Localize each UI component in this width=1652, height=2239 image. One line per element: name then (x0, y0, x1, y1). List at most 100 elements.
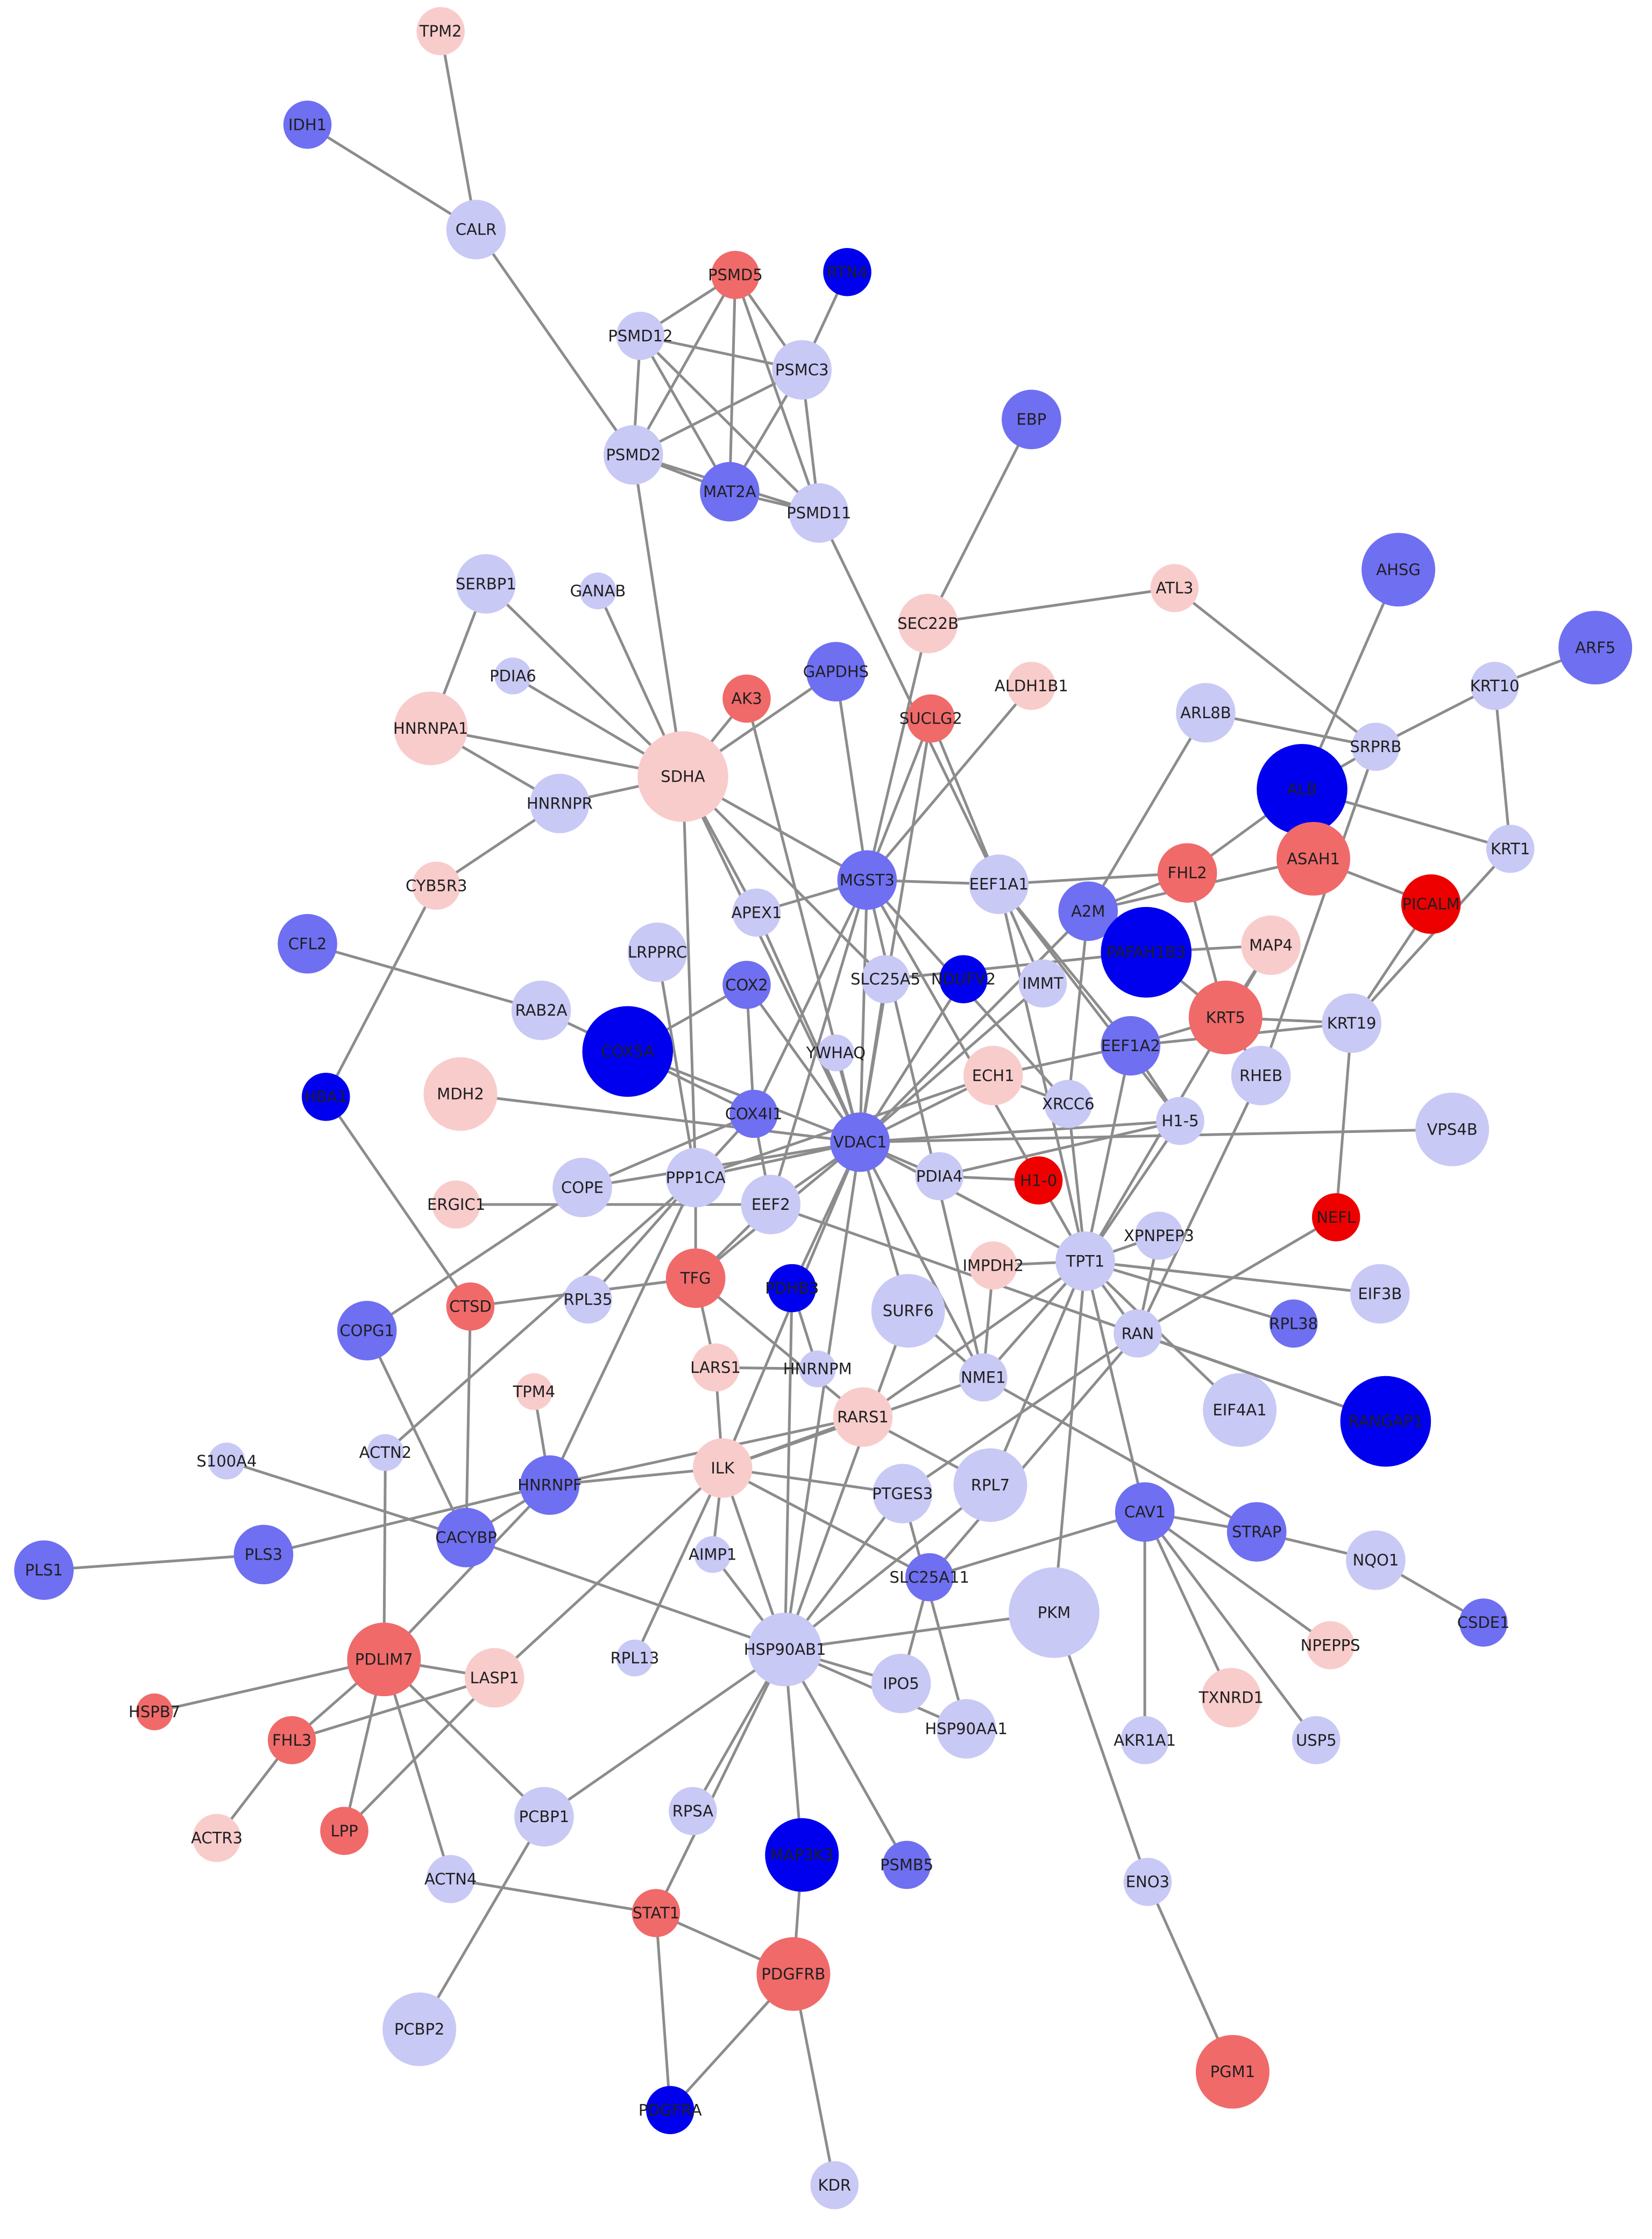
node-label-psmd11: PSMD11 (786, 504, 851, 522)
edge-surf6-hsp90ab1 (783, 1309, 910, 1651)
node-circle-nme1 (959, 1353, 1008, 1402)
node-circle-atl3 (1150, 564, 1199, 612)
node-immt: IMMT (1018, 959, 1067, 1008)
node-circle-pdgfrb (756, 1937, 831, 2011)
node-tpm4: TPM4 (513, 1373, 556, 1411)
node-circle-rab2a (511, 980, 571, 1040)
node-label-rangap1: RANGAP1 (1348, 1412, 1423, 1430)
node-lars1: LARS1 (690, 1343, 741, 1392)
node-hnrnpr: HNRNPR (527, 774, 593, 833)
node-circle-ndufv2 (939, 955, 988, 1003)
node-label-cox4i1: COX4I1 (725, 1104, 783, 1123)
node-pdgfra: PDGFRA (639, 2086, 702, 2135)
node-pgm1: PGM1 (1195, 2035, 1270, 2109)
node-label-lasp1: LASP1 (470, 1669, 519, 1687)
edge-psmd5-psmd2 (632, 273, 737, 457)
node-label-hnrnpf: HNRNPF (517, 1476, 582, 1494)
node-sec22b: SEC22B (897, 593, 959, 654)
edge-vdac1-hsp90ab1 (783, 1140, 862, 1651)
node-label-mgst3: MGST3 (840, 871, 895, 889)
edge-gapdhs-mgst3 (834, 670, 869, 882)
node-label-gapdhs: GAPDHS (803, 663, 869, 681)
edge-nme1-strap (982, 1376, 1258, 1534)
node-label-pdgfra: PDGFRA (639, 2101, 702, 2119)
node-circle-actn4 (426, 1855, 475, 1903)
edge-tpt1-rpl38 (1083, 1259, 1295, 1325)
node-hnrnpa1: HNRNPA1 (393, 691, 468, 766)
node-map3k3: MAP3K3 (765, 1818, 839, 1892)
node-pdia4: PDIA4 (915, 1152, 963, 1201)
node-circle-psmd12 (616, 311, 665, 360)
node-label-ywhaq: YWHAQ (806, 1044, 866, 1062)
node-circle-txnrd1 (1201, 1668, 1261, 1728)
node-label-sec22b: SEC22B (897, 614, 959, 633)
node-hnrnpm: HNRNPM (783, 1350, 852, 1387)
node-circle-asah1 (1277, 821, 1351, 896)
node-label-strap: STRAP (1232, 1523, 1281, 1541)
node-label-rpl38: RPL38 (1269, 1314, 1318, 1333)
node-circle-slc25a5 (861, 955, 910, 1003)
node-nefl: NEFL (1311, 1193, 1360, 1242)
node-alb: ALB (1257, 743, 1348, 835)
node-psmd12: PSMD12 (608, 311, 673, 360)
node-circle-pdlim7 (347, 1622, 421, 1697)
node-krt5: KRT5 (1188, 980, 1263, 1054)
edge-hsp90ab1-psmb5 (783, 1648, 909, 1867)
node-label-pdlim7: PDLIM7 (355, 1650, 413, 1669)
node-cope: COPE (552, 1158, 612, 1217)
node-label-picalm: PICALM (1402, 895, 1459, 913)
node-label-hspb7: HSPB7 (129, 1703, 180, 1721)
edge-rheb-ran (1136, 1074, 1263, 1335)
node-eef1a1: EEF1A1 (969, 854, 1029, 915)
node-label-h1-5: H1-5 (1161, 1112, 1199, 1130)
edge-sdha-slc25a5 (681, 775, 887, 981)
edge-lrpprc-ppp1ca (656, 951, 697, 1179)
edge-h1-5-pdia4 (938, 1120, 1182, 1178)
node-circle-lars1 (691, 1343, 740, 1392)
node-aimp1: AIMP1 (689, 1536, 736, 1573)
node-circle-hnrnpr (530, 774, 590, 833)
node-circle-ran (1114, 1309, 1162, 1358)
node-txnrd1: TXNRD1 (1199, 1668, 1264, 1728)
node-rpl13: RPL13 (611, 1639, 659, 1677)
node-circle-surf6 (871, 1274, 945, 1348)
node-lrpprc: LRPPRC (627, 922, 687, 982)
node-label-rars1: RARS1 (837, 1408, 889, 1426)
node-cox4i1: COX4I1 (725, 1089, 783, 1138)
node-label-ebp: EBP (1017, 410, 1047, 429)
node-circle-pdhb3 (768, 1264, 817, 1313)
node-xrcc6: XRCC6 (1042, 1080, 1095, 1128)
node-ndufv2: NDUFV2 (931, 955, 996, 1003)
node-label-pcbp2: PCBP2 (394, 2020, 445, 2038)
node-circle-pdia4 (915, 1152, 963, 1201)
node-label-rpl7: RPL7 (971, 1476, 1010, 1494)
node-tpm2: TPM2 (416, 7, 465, 55)
edge-psmc3-psmd2 (632, 369, 804, 457)
node-label-nqo1: NQO1 (1353, 1551, 1399, 1569)
node-slc25a5: SLC25A5 (850, 955, 920, 1003)
node-label-tpm4: TPM4 (513, 1383, 556, 1401)
node-pkm: PKM (1009, 1567, 1100, 1658)
edge-pdlim7-pcbp1 (382, 1658, 545, 1818)
edge-atl3-srprb (1173, 586, 1377, 748)
node-label-krt19: KRT19 (1327, 1014, 1377, 1032)
node-label-rheb: RHEB (1239, 1066, 1282, 1085)
edge-eef1a1-h1-5 (997, 883, 1182, 1123)
edge-immt-vdac1 (859, 982, 1044, 1144)
edge-hsp90ab1-stat1 (654, 1648, 786, 1915)
node-circle-h1-5 (1156, 1096, 1204, 1145)
node-circle-ppp1ca (665, 1147, 726, 1208)
node-circle-calr (446, 200, 506, 260)
node-label-immt: IMMT (1022, 974, 1063, 993)
node-label-a2m: A2M (1071, 902, 1105, 920)
node-circle-eif4a1 (1203, 1373, 1277, 1447)
node-label-idh1: IDH1 (288, 116, 327, 134)
edge-tfg-rars1 (694, 1277, 864, 1419)
node-circle-tfg (665, 1248, 726, 1308)
node-label-eef1a2: EEF1A2 (1101, 1037, 1160, 1055)
node-circle-nefl (1311, 1193, 1360, 1242)
node-circle-immt (1018, 959, 1067, 1008)
node-label-eif3b: EIF3B (1358, 1285, 1402, 1303)
node-circle-ptges3 (873, 1464, 933, 1524)
